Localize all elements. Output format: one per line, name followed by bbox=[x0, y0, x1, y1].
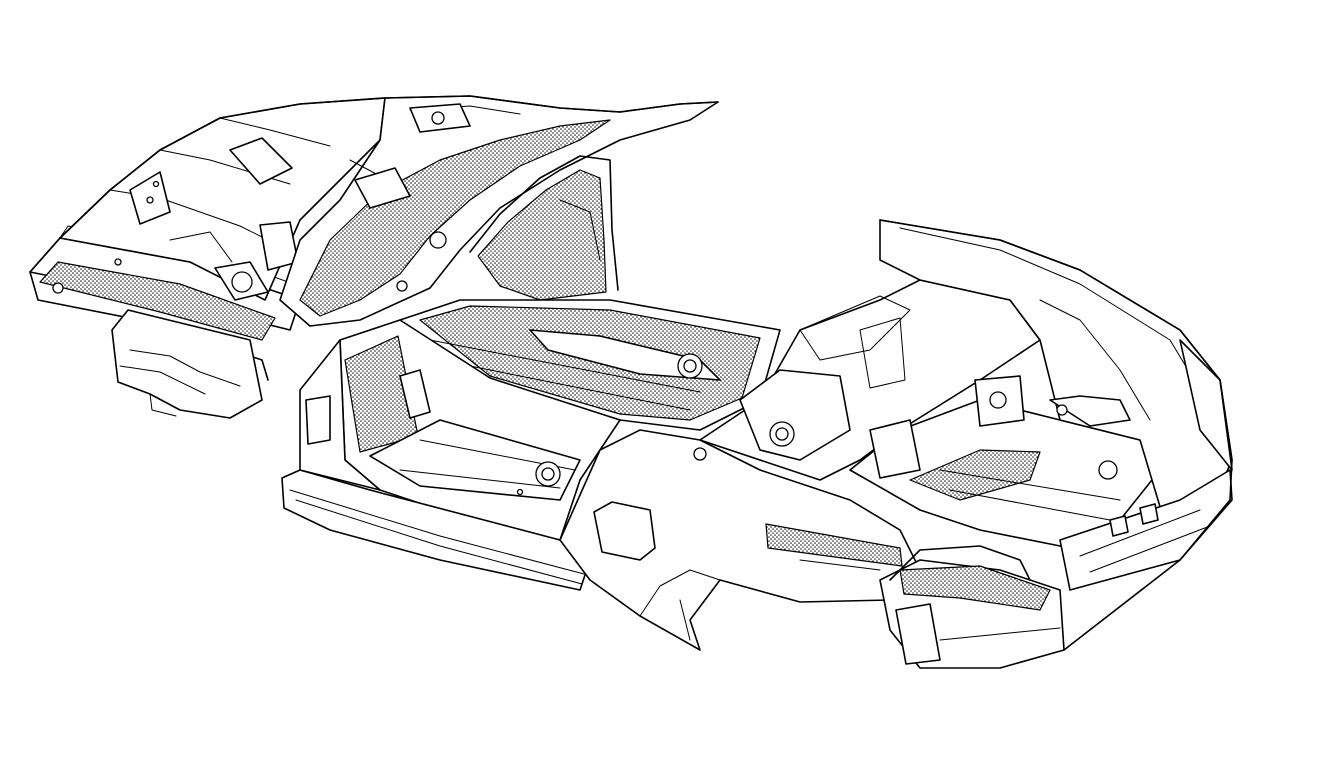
side-sill bbox=[281, 339, 591, 591]
rear-end-panel bbox=[1059, 469, 1233, 591]
windshield-frame bbox=[429, 155, 619, 301]
front-subframe bbox=[111, 309, 263, 419]
front-floor-pan bbox=[339, 319, 621, 541]
outline-stroke bbox=[29, 95, 719, 273]
rear-bulkhead bbox=[693, 279, 1041, 481]
quarter-panel bbox=[559, 429, 921, 651]
outline-stroke-rear bbox=[879, 219, 1233, 651]
center-tunnel bbox=[399, 299, 781, 431]
trunk-floor bbox=[849, 375, 1161, 551]
cowl-and-a-pillar bbox=[279, 95, 719, 327]
rear-crash-box bbox=[879, 545, 1065, 669]
